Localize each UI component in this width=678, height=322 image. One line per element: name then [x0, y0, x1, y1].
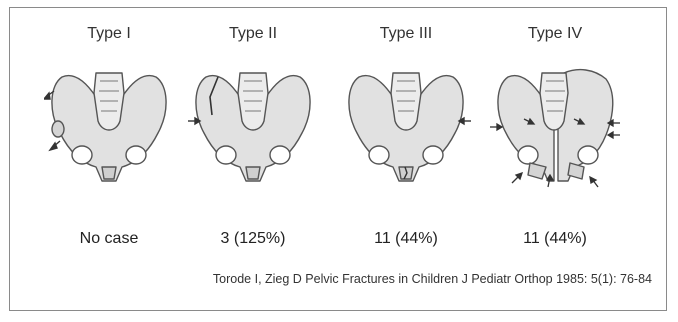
- type-iii-stat: 11 (44%): [341, 230, 471, 248]
- type-ii-stat: 3 (125%): [188, 230, 318, 248]
- citation: Torode I, Zieg D Pelvic Fractures in Chi…: [10, 272, 652, 286]
- figure-frame: Type I No case Type II: [9, 7, 667, 311]
- pelvis-type4-icon: [490, 63, 620, 193]
- type-ii-title: Type II: [188, 25, 318, 43]
- type-iii-title: Type III: [341, 25, 471, 43]
- pelvis-type1-icon: [44, 63, 174, 193]
- type-i-title: Type I: [44, 25, 174, 43]
- pelvis-type3-icon: [341, 63, 471, 193]
- type-iv-title: Type IV: [490, 25, 620, 43]
- pelvis-type2-icon: [188, 63, 318, 193]
- type-iv-stat: 11 (44%): [490, 230, 620, 248]
- type-i-stat: No case: [44, 230, 174, 248]
